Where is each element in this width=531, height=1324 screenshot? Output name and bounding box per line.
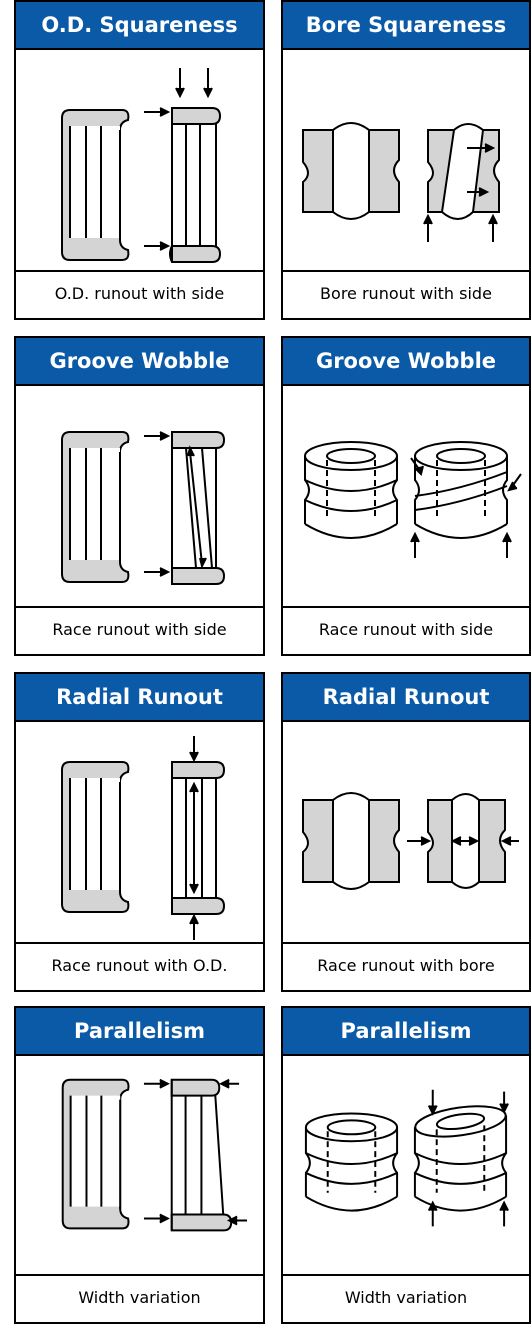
od-squareness-diagram bbox=[16, 50, 263, 270]
radial-runout-right-diagram bbox=[283, 722, 529, 942]
card-groove-wobble-left: Groove Wobble Race runout with side bbox=[14, 336, 265, 656]
card-title: Groove Wobble bbox=[16, 338, 263, 386]
card-title: Parallelism bbox=[16, 1008, 263, 1056]
card-od-squareness: O.D. Squareness O.D. runout with side bbox=[14, 0, 265, 320]
card-title: Radial Runout bbox=[16, 674, 263, 722]
card-radial-runout-left: Radial Runout Race runout with O.D. bbox=[14, 672, 265, 992]
card-parallelism-right: Parallelism Width variation bbox=[281, 1006, 531, 1324]
card-title: Parallelism bbox=[283, 1008, 529, 1056]
card-parallelism-left: Parallelism Width variation bbox=[14, 1006, 265, 1324]
diagram-area bbox=[16, 722, 263, 942]
groove-wobble-left-diagram bbox=[16, 386, 263, 606]
card-title: O.D. Squareness bbox=[16, 2, 263, 50]
parallelism-left-diagram bbox=[16, 1056, 263, 1274]
card-radial-runout-right: Radial Runout Race runout with bore bbox=[281, 672, 531, 992]
card-title: Groove Wobble bbox=[283, 338, 529, 386]
diagram-area bbox=[283, 1056, 529, 1274]
card-caption: Width variation bbox=[16, 1274, 263, 1322]
card-bore-squareness: Bore Squareness Bore runout with side bbox=[281, 0, 531, 320]
diagram-area bbox=[283, 386, 529, 606]
card-caption: Race runout with O.D. bbox=[16, 942, 263, 990]
radial-runout-left-diagram bbox=[16, 722, 263, 942]
diagram-area bbox=[16, 50, 263, 270]
card-caption: Bore runout with side bbox=[283, 270, 529, 318]
groove-wobble-right-diagram bbox=[283, 386, 529, 606]
card-caption: Race runout with side bbox=[283, 606, 529, 654]
card-title: Radial Runout bbox=[283, 674, 529, 722]
card-groove-wobble-right: Groove Wobble Race runout with side bbox=[281, 336, 531, 656]
card-title: Bore Squareness bbox=[283, 2, 529, 50]
card-caption: Race runout with side bbox=[16, 606, 263, 654]
diagram-area bbox=[283, 722, 529, 942]
card-caption: Width variation bbox=[283, 1274, 529, 1322]
diagram-area bbox=[16, 1056, 263, 1274]
diagram-area bbox=[16, 386, 263, 606]
bore-squareness-diagram bbox=[283, 50, 529, 270]
card-caption: O.D. runout with side bbox=[16, 270, 263, 318]
card-caption: Race runout with bore bbox=[283, 942, 529, 990]
diagram-area bbox=[283, 50, 529, 270]
parallelism-right-diagram bbox=[283, 1056, 529, 1274]
